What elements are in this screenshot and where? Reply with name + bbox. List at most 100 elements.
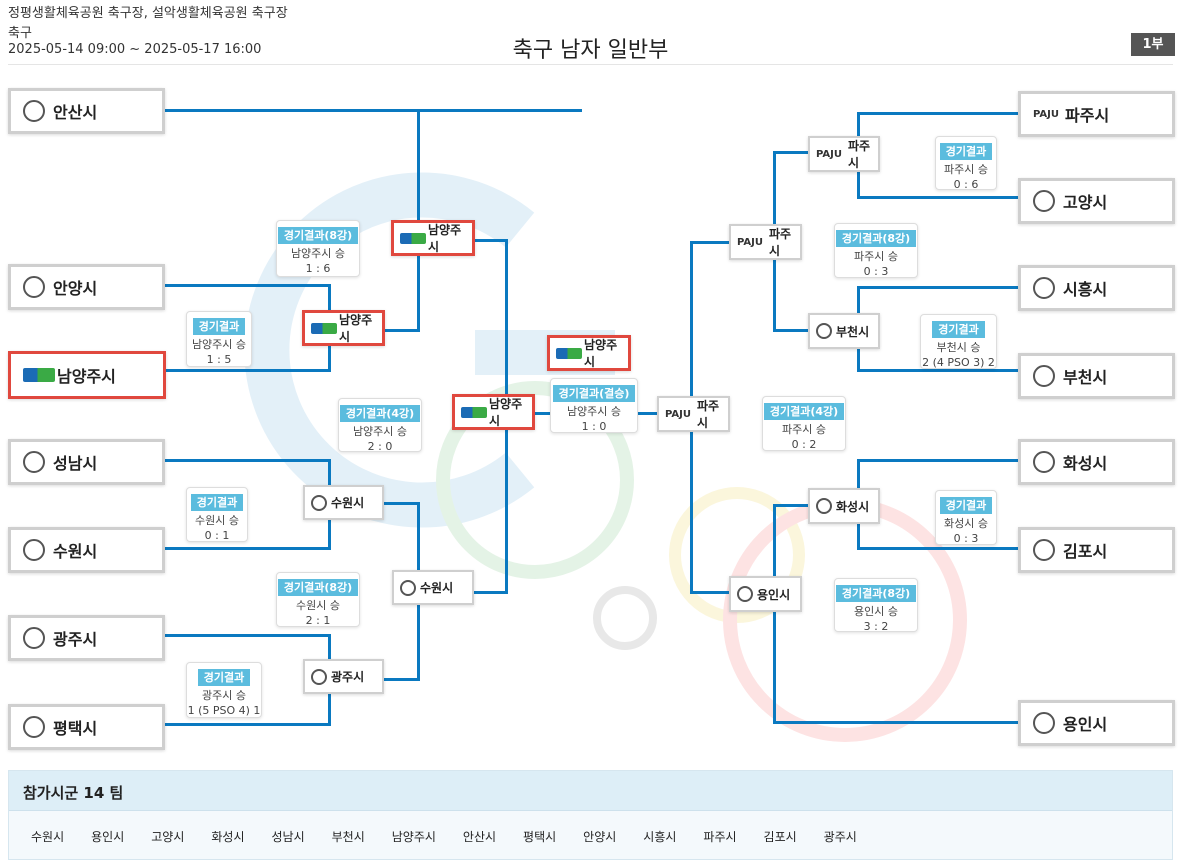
team-name: 남양주시: [339, 313, 373, 344]
bracket-line: [773, 504, 776, 724]
team-box[interactable]: 부천시: [1018, 353, 1175, 399]
team-box[interactable]: 남양주시: [547, 335, 631, 371]
team-box[interactable]: 화성시: [1018, 439, 1175, 485]
participant-item: 고양시: [151, 830, 185, 844]
team-name: 파주시: [848, 139, 871, 170]
result-label: 경기결과: [190, 494, 244, 511]
participant-item: 평택시: [523, 830, 557, 844]
bracket-line: [773, 504, 808, 507]
bracket-line: [384, 329, 420, 332]
namyangju-logo-icon: [23, 368, 55, 382]
page-title: 축구 남자 일반부: [512, 38, 669, 63]
gwangju-emblem-icon: [23, 627, 45, 649]
watermark-gray-ring: [593, 586, 657, 650]
team-box[interactable]: 수원시: [8, 527, 165, 573]
team-name: 부천시: [1063, 368, 1108, 387]
result-score: 1 : 0: [581, 420, 607, 433]
team-name: 수원시: [53, 542, 98, 561]
bracket-line: [857, 286, 1018, 289]
team-name: 파주시: [697, 399, 720, 430]
team-box[interactable]: 부천시: [808, 313, 880, 349]
team-box[interactable]: 남양주시: [452, 394, 535, 430]
bracket-line: [773, 329, 808, 332]
result-label: 경기결과(8강): [277, 227, 359, 244]
result-winner: 용인시 승: [854, 605, 898, 618]
bracket-line: [773, 151, 808, 154]
result-score: 1 (5 PSO 4) 1: [187, 704, 261, 717]
hwaseong-emblem-icon: [816, 498, 832, 514]
paju-logo-icon: PAJU: [665, 408, 691, 420]
team-name: 고양시: [1063, 193, 1108, 212]
result-winner: 남양주시 승: [191, 338, 247, 351]
team-box[interactable]: 용인시: [729, 576, 802, 612]
team-box[interactable]: 김포시: [1018, 527, 1175, 573]
team-name: 평택시: [53, 719, 98, 738]
team-box[interactable]: 안양시: [8, 264, 165, 310]
yongin-emblem-icon: [1033, 712, 1055, 734]
team-name: 파주시: [1065, 106, 1110, 125]
team-box[interactable]: 시흥시: [1018, 265, 1175, 311]
team-name: 안산시: [53, 103, 98, 122]
team-box[interactable]: 고양시: [1018, 178, 1175, 224]
team-box[interactable]: 남양주시: [8, 351, 166, 399]
team-box[interactable]: 남양주시: [302, 310, 385, 346]
gwangju-emblem-icon: [311, 668, 327, 685]
team-box[interactable]: 수원시: [392, 570, 474, 605]
result-label: 경기결과(4강): [339, 405, 421, 422]
anyang-emblem-icon: [23, 276, 45, 298]
result-label: 경기결과: [197, 669, 251, 686]
result-label: 경기결과(8강): [835, 230, 917, 247]
team-name: 용인시: [757, 587, 791, 602]
participant-item: 안양시: [583, 830, 617, 844]
team-box[interactable]: 용인시: [1018, 700, 1175, 746]
team-name: 남양주시: [584, 338, 618, 369]
team-box[interactable]: 수원시: [303, 485, 384, 520]
seongnam-emblem-icon: [23, 451, 45, 473]
team-box[interactable]: 화성시: [808, 488, 880, 524]
division-badge[interactable]: 1부: [1131, 33, 1175, 56]
match-result[interactable]: 경기결과(8강) 남양주시 승 1 : 6: [276, 220, 360, 277]
participant-item: 부천시: [331, 830, 365, 844]
result-label: 경기결과: [192, 318, 246, 335]
paju-logo-icon: PAJU: [816, 148, 842, 160]
team-box[interactable]: PAJU 파주시: [657, 396, 730, 432]
team-box[interactable]: 성남시: [8, 439, 165, 485]
team-name: 남양주시: [57, 367, 116, 386]
team-box[interactable]: 남양주시: [391, 220, 475, 256]
suwon-emblem-icon: [23, 539, 45, 561]
result-winner: 남양주시 승: [290, 247, 346, 260]
divider: [8, 64, 1173, 65]
result-score: 1 : 5: [206, 353, 232, 366]
result-label: 경기결과: [939, 497, 993, 514]
bracket-line: [857, 459, 1018, 462]
result-score: 1 : 6: [305, 262, 331, 275]
bracket-line: [384, 502, 419, 505]
bracket-line: [165, 634, 330, 637]
result-score: 0 : 3: [863, 265, 889, 278]
result-score: 0 : 2: [791, 438, 817, 451]
team-box[interactable]: 광주시: [303, 659, 384, 694]
bracket-line: [857, 112, 1018, 115]
team-box[interactable]: PAJU 파주시: [808, 136, 880, 172]
team-box[interactable]: 안산시: [8, 88, 165, 134]
participant-item: 용인시: [91, 830, 125, 844]
bracket-line: [690, 591, 729, 594]
team-box[interactable]: 광주시: [8, 615, 165, 661]
team-box[interactable]: 평택시: [8, 704, 165, 750]
participant-item: 남양주시: [391, 830, 436, 844]
